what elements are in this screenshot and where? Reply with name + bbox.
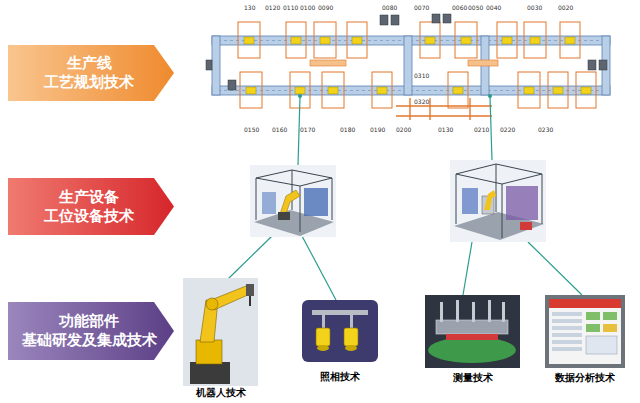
station-number: 0160 [272, 126, 287, 133]
station-number: 0180 [340, 126, 355, 133]
station-number: 0030 [527, 4, 542, 11]
component-picture: 数据分析技术 [545, 295, 625, 385]
station-number: 0050 [468, 4, 483, 11]
station-number: 0040 [486, 4, 501, 11]
band-title: 生产线 工艺规划技术 [19, 54, 159, 92]
caption: 照相技术 [302, 371, 378, 383]
station-number: 0080 [382, 4, 397, 11]
station-number: 0120 [265, 4, 280, 11]
arrow-band: 生产设备 工位设备技术 [8, 178, 174, 235]
station-number: 0020 [558, 4, 573, 11]
station-number: 0230 [538, 126, 553, 133]
component-picture: 测量技术 [425, 295, 520, 385]
station-number: 0110 [283, 4, 298, 11]
component-picture: 照相技术 [302, 300, 378, 384]
measurement-picture [425, 295, 520, 368]
station-number: 0100 [300, 4, 315, 11]
caption: 数据分析技术 [545, 372, 625, 384]
arrow-band: 生产线 工艺规划技术 [8, 45, 174, 101]
band-title: 功能部件 基础研发及集成技术 [18, 312, 160, 350]
caption: 测量技术 [425, 372, 520, 384]
station-number: 0130 [438, 126, 453, 133]
station-number: 0090 [318, 4, 333, 11]
station-equipment [250, 165, 336, 237]
station-number: 0170 [300, 126, 315, 133]
line-layout [206, 12, 613, 124]
station-equipment [450, 160, 546, 242]
screen-picture [545, 295, 625, 368]
station-number: 0200 [396, 126, 411, 133]
station-number: 0220 [500, 126, 515, 133]
component-picture: 机器人技术 [183, 278, 258, 400]
leader-line [228, 97, 582, 300]
station-number: 0310 [414, 72, 429, 79]
band-title: 生产设备 工位设备技术 [19, 188, 159, 226]
arrow-band: 功能部件 基础研发及集成技术 [8, 302, 174, 360]
robot-picture [183, 278, 258, 386]
station-number: 130 [244, 4, 255, 11]
station-number: 0320 [414, 98, 429, 105]
caption: 机器人技术 [183, 387, 258, 399]
station-number: 0190 [370, 126, 385, 133]
station-number: 0060 [452, 4, 467, 11]
camera-picture [302, 300, 378, 362]
station-number: 0150 [244, 126, 259, 133]
station-number: 0070 [414, 4, 429, 11]
station-number: 0210 [474, 126, 489, 133]
